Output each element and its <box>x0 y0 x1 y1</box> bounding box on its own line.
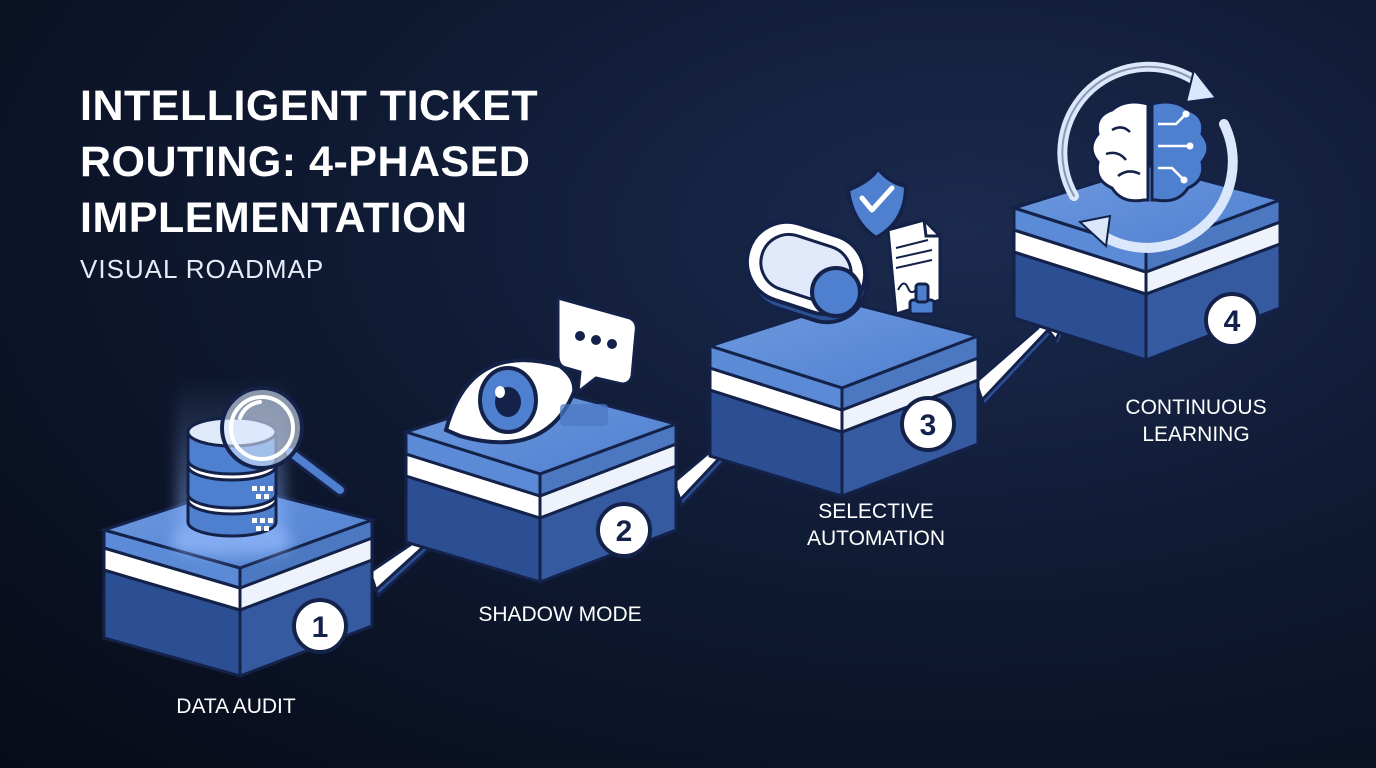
phase-label-3-line2: AUTOMATION <box>807 527 945 550</box>
database-magnifier-icon <box>170 380 347 560</box>
phase-label-4-line1: CONTINUOUS <box>1125 396 1266 419</box>
phase-number-badge-2: 2 <box>596 502 652 558</box>
phase-number-badge-3: 3 <box>900 396 956 452</box>
phase-number-3: 3 <box>920 409 937 442</box>
page-subtitle: VISUAL ROADMAP <box>80 254 325 284</box>
phase-number-4: 4 <box>1224 305 1241 338</box>
eye-chat-icon <box>443 296 638 445</box>
phase-number-2: 2 <box>616 515 633 548</box>
phase-label-4-line2: LEARNING <box>1142 423 1249 446</box>
phase-label-1: DATA AUDIT <box>176 695 296 718</box>
phase-number-badge-4: 4 <box>1204 292 1260 348</box>
page-title: INTELLIGENT TICKET ROUTING: 4-PHASED IMP… <box>80 82 539 242</box>
phase-number-1: 1 <box>312 611 329 644</box>
toggle-shield-document-icon <box>744 164 942 325</box>
phase-number-badge-1: 1 <box>292 598 348 654</box>
phase-label-3-line1: SELECTIVE <box>818 500 934 523</box>
brain-cycle-icon <box>1057 61 1238 253</box>
phase-label-2: SHADOW MODE <box>478 603 641 626</box>
